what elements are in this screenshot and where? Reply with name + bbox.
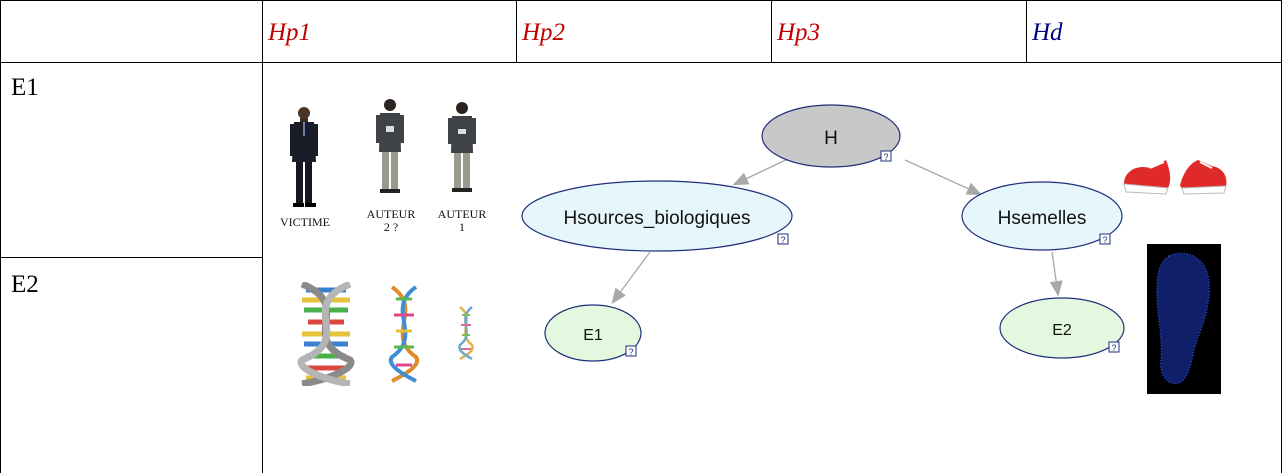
edge-h-to-hsources	[732, 157, 791, 186]
person-label-line1: AUTEUR	[437, 207, 487, 221]
header-hp2: Hp2	[522, 19, 566, 46]
node-e2[interactable]: E2 ?	[999, 297, 1125, 359]
row-label-e2: E2	[11, 271, 39, 298]
help-badge-label: ?	[780, 235, 785, 245]
person-label-auteur-1: AUTEUR 1	[430, 208, 494, 233]
node-e1[interactable]: E1 ?	[544, 304, 642, 362]
node-label: Hsemelles	[998, 208, 1087, 229]
person-label-line1: VICTIME	[280, 215, 330, 229]
help-badge-icon[interactable]	[625, 345, 637, 357]
node-hsources-biologiques[interactable]: Hsources_biologiques ?	[521, 180, 793, 252]
row-divider-e1-e2	[0, 257, 262, 258]
col-divider-2	[516, 0, 517, 62]
header-hp3: Hp3	[777, 19, 821, 46]
node-label: Hsources_biologiques	[564, 208, 751, 229]
node-label: E2	[1052, 322, 1072, 339]
node-label: E1	[583, 327, 603, 344]
edge-hsources-to-e1	[611, 251, 651, 305]
edge-hsemelles-to-e2	[1049, 251, 1063, 297]
person-label-victime: VICTIME	[268, 216, 342, 229]
person-label-line1: AUTEUR	[366, 207, 416, 221]
node-h[interactable]: H ?	[761, 104, 901, 168]
person-label-line2: 1	[459, 219, 465, 234]
shoeprint-scan-icon	[1147, 244, 1221, 394]
node-label: H	[824, 128, 838, 149]
person-label-line2: 2 ?	[383, 219, 399, 234]
edge-h-to-hsemelles	[904, 159, 983, 196]
help-badge-icon[interactable]	[777, 233, 789, 245]
dna-medium-icon	[388, 285, 420, 383]
help-badge-label: ?	[1111, 343, 1116, 353]
bayesian-network: H ? Hsources_biologiques ? Hsemelles ? E…	[521, 104, 1125, 362]
table-header-bottom	[0, 62, 1282, 63]
header-hd: Hd	[1032, 19, 1063, 46]
standing-man-suit-icon	[290, 107, 318, 207]
table-border-left	[0, 0, 1, 473]
help-badge-icon[interactable]	[880, 150, 892, 162]
col-divider-3	[771, 0, 772, 62]
col-divider-4	[1026, 0, 1027, 62]
header-hp1: Hp1	[268, 19, 312, 46]
standing-man-icon	[376, 99, 404, 193]
red-sneakers-icon	[1123, 160, 1227, 195]
help-badge-icon[interactable]	[1108, 341, 1120, 353]
node-hsemelles[interactable]: Hsemelles ?	[961, 181, 1123, 251]
dna-small-icon	[458, 306, 474, 361]
table-border-top	[0, 0, 1282, 1]
help-badge-icon[interactable]	[1099, 233, 1111, 245]
person-label-auteur-2: AUTEUR 2 ?	[356, 208, 426, 233]
standing-man-icon	[448, 102, 476, 192]
col-divider-1	[262, 0, 263, 473]
dna-large-icon	[297, 282, 355, 386]
help-badge-label: ?	[628, 347, 633, 357]
row-label-e1: E1	[11, 74, 39, 101]
help-badge-label: ?	[883, 152, 888, 162]
help-badge-label: ?	[1102, 235, 1107, 245]
shoeprint-shape	[1156, 252, 1211, 385]
